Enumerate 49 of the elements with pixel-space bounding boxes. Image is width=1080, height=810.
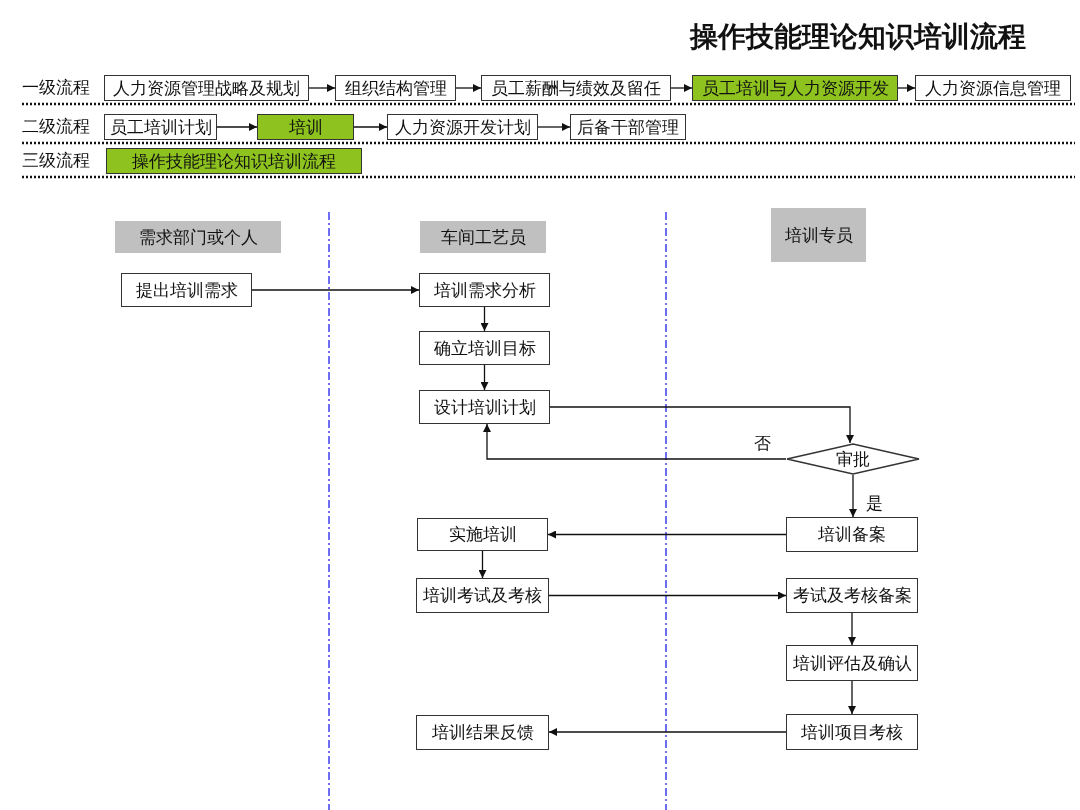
- arrow: [308, 84, 336, 92]
- arrow: [480, 364, 489, 391]
- process-box: 员工培训计划: [104, 114, 217, 140]
- process-box: 培训备案: [786, 517, 918, 552]
- process-box: 培训项目考核: [786, 714, 918, 750]
- title: 操作技能理论知识培训流程: [690, 20, 1026, 54]
- process-box: 组织结构管理: [335, 75, 456, 101]
- highlighted-process-box: 操作技能理论知识培训流程: [106, 148, 362, 174]
- arrow: [353, 123, 388, 131]
- process-box: 后备干部管理: [570, 114, 686, 140]
- lane-header: 车间工艺员: [420, 221, 546, 253]
- row-label: 一级流程: [22, 77, 90, 99]
- process-box: 考试及考核备案: [786, 578, 918, 613]
- process-box: 设计培训计划: [419, 390, 550, 424]
- process-box: 培训考试及考核: [416, 578, 549, 613]
- arrow: [455, 84, 482, 92]
- arrow: [548, 728, 787, 736]
- arrow: [549, 406, 854, 444]
- process-box: 员工薪酬与绩效及留任: [481, 75, 671, 101]
- process-box: 培训结果反馈: [416, 715, 549, 750]
- arrow: [480, 306, 489, 332]
- arrow: [483, 423, 787, 460]
- process-box: 培训评估及确认: [786, 645, 918, 681]
- process-box: 人力资源信息管理: [915, 75, 1071, 101]
- node-text: 审批: [836, 448, 870, 471]
- lane-header: 需求部门或个人: [115, 221, 281, 253]
- process-box: 人力资源管理战略及规划: [104, 75, 309, 101]
- edge-label: 是: [864, 492, 885, 515]
- arrow: [849, 474, 857, 518]
- process-box: 人力资源开发计划: [387, 114, 538, 140]
- arrow: [251, 286, 420, 294]
- arrow: [848, 680, 856, 715]
- row-label: 二级流程: [22, 116, 90, 138]
- lane-header: 培训专员: [771, 208, 866, 262]
- arrow: [548, 591, 787, 600]
- arrow: [537, 123, 571, 131]
- arrow: [670, 84, 693, 92]
- arrow: [478, 550, 487, 579]
- arrow: [216, 123, 258, 131]
- arrow: [897, 84, 916, 92]
- arrow: [848, 612, 856, 646]
- arrow: [547, 530, 787, 539]
- process-box: 确立培训目标: [419, 331, 550, 365]
- process-box: 实施培训: [417, 518, 548, 551]
- highlighted-process-box: 员工培训与人力资源开发: [692, 75, 898, 101]
- process-box: 提出培训需求: [121, 273, 252, 307]
- process-box: 培训需求分析: [419, 273, 550, 307]
- row-label: 三级流程: [22, 150, 90, 172]
- highlighted-process-box: 培训: [257, 114, 354, 140]
